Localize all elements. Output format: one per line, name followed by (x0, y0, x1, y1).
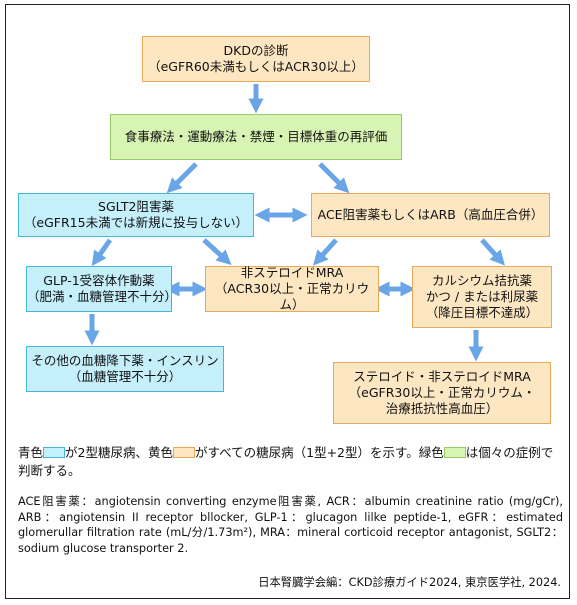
box-other-hypoglycemic: その他の血糖降下薬・インスリン （血糖管理不十分） (26, 346, 224, 392)
ca-line-2: かつ / または利尿薬 (425, 289, 539, 304)
ca-line-1: カルシウム拮抗薬 (431, 273, 532, 288)
legend-swatch-yellow (172, 447, 195, 458)
box-ace-arb: ACE阻害薬もしくはARB（高血圧合併） (311, 193, 550, 237)
legend-text-1: 青色 (18, 445, 44, 460)
legend-text-3: がすべての糖尿病（1型+2型）を示す。緑色 (194, 445, 444, 460)
mra-line-1: 非ステロイドMRA (240, 265, 344, 280)
dkd-line-2: （eGFR60未満もしくはACR30以上） (148, 59, 364, 74)
sglt2-line-2: （eGFR15未満では新規に投与しない） (23, 215, 249, 230)
steroid-line-1: ステロイド・非ステロイドMRA (353, 369, 531, 384)
box-lifestyle: 食事療法・運動療法・禁煙・目標体重の再評価 (110, 114, 402, 160)
mra-line-2: （ACR30以上・正常カリウム） (214, 281, 370, 312)
arrow-lifestyle-to-sglt2 (166, 162, 198, 194)
lifestyle-line-1: 食事療法・運動療法・禁煙・目標体重の再評価 (124, 129, 388, 144)
arrow-ace-to-ca (480, 238, 506, 266)
box-calcium-antagonist: カルシウム拮抗薬 かつ / または利尿薬 （降圧目標不達成） (412, 266, 552, 328)
box-sglt2: SGLT2阻害薬 （eGFR15未満では新規に投与しない） (18, 193, 254, 237)
sglt2-line-1: SGLT2阻害薬 (98, 199, 174, 214)
arrow-sglt2-to-glp1 (91, 238, 113, 267)
other-line-2: （血糖管理不十分） (68, 369, 182, 384)
ca-line-3: （降圧目標不達成） (425, 305, 539, 320)
arrow-ace-to-mra (312, 238, 338, 266)
legend-text-4: は個々の症例で判断する。 (18, 445, 554, 478)
color-legend: 青色 が2型糖尿病、黄色 がすべての糖尿病（1型+2型）を示す。緑色は個々の症例で判… (18, 444, 563, 480)
legend-text-2: が2型糖尿病、黄色 (65, 445, 173, 460)
ace-line-1: ACE阻害薬もしくはARB（高血圧合併） (317, 207, 544, 222)
legend-swatch-green (443, 447, 466, 458)
dkd-line-1: DKDの診断 (223, 43, 289, 58)
glp1-line-1: GLP-1受容体作動薬 (43, 273, 155, 288)
arrow-sglt2-to-mra (202, 238, 232, 266)
box-mra: 非ステロイドMRA （ACR30以上・正常カリウム） (205, 265, 379, 312)
source-citation: 日本腎臓学会編：CKD診療ガイド2024, 東京医学社, 2024. (258, 576, 561, 589)
abbreviations-note: ACE阻害薬：angiotensin converting enzyme阻害薬,… (18, 495, 563, 555)
arrow-lifestyle-to-ace (318, 162, 350, 194)
figure-frame (5, 4, 570, 599)
glp1-line-2: （肥満・血糖管理不十分） (27, 289, 178, 304)
steroid-line-3: 治療抵抗性高血圧） (385, 401, 499, 416)
other-line-1: その他の血糖降下薬・インスリン (31, 353, 219, 368)
box-dkd-diagnosis: DKDの診断 （eGFR60未満もしくはACR30以上） (142, 36, 370, 82)
legend-swatch-blue (43, 447, 66, 458)
box-steroid-mra: ステロイド・非ステロイドMRA （eGFR30以上・正常カリウム・ 治療抵抗性高… (333, 362, 551, 424)
box-glp1: GLP-1受容体作動薬 （肥満・血糖管理不十分） (26, 266, 178, 312)
steroid-line-2: （eGFR30以上・正常カリウム・ (348, 385, 536, 400)
